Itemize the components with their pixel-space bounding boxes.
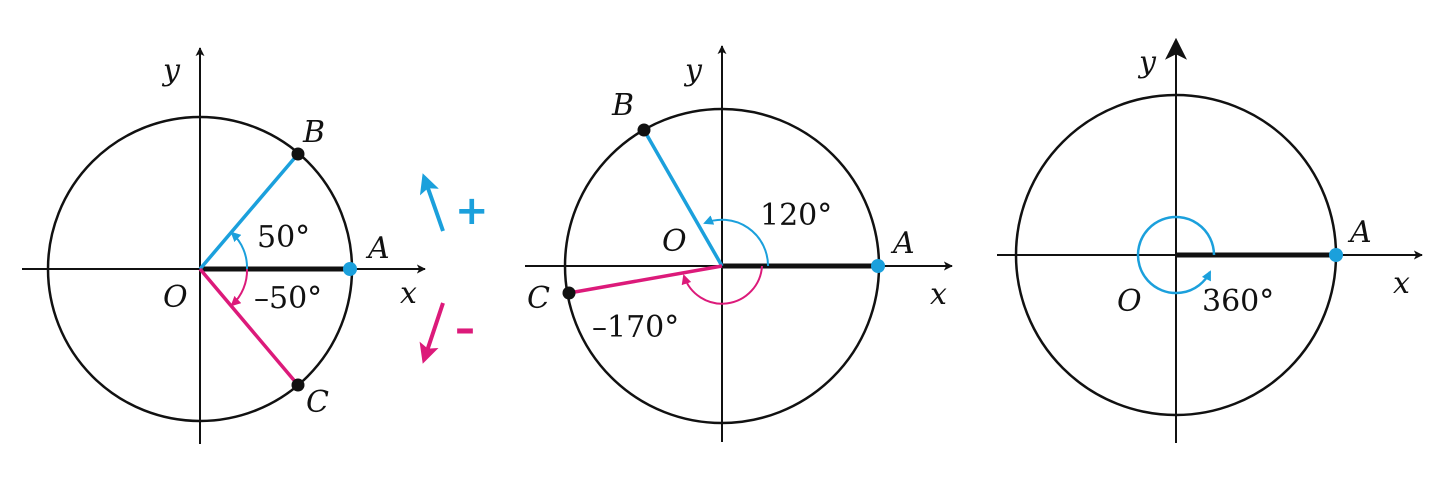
- label-C: C: [306, 385, 329, 420]
- angle-label-negative: –170°: [592, 310, 679, 345]
- angle-label-full: 360°: [1202, 284, 1274, 319]
- label-origin: O: [163, 280, 188, 315]
- ray-OB: [642, 129, 724, 267]
- label-A: A: [365, 231, 390, 266]
- label-x: x: [930, 277, 947, 312]
- label-x: x: [1393, 266, 1410, 301]
- angle-label-negative: –50°: [254, 281, 322, 316]
- label-B: B: [302, 115, 325, 150]
- direction-legend: + –: [419, 173, 489, 364]
- angle-label-positive: 50°: [257, 220, 310, 255]
- point-C: [291, 378, 305, 392]
- label-B: B: [611, 88, 634, 123]
- angle-label-positive: 120°: [760, 198, 832, 233]
- label-x: x: [400, 276, 417, 311]
- label-origin: O: [1117, 284, 1142, 319]
- label-origin: O: [662, 224, 687, 259]
- point-A: [871, 259, 885, 273]
- clockwise-arrow: [419, 302, 445, 364]
- ray-OC: [568, 264, 723, 295]
- point-B: [291, 147, 305, 161]
- minus-sign: –: [455, 306, 475, 352]
- point-A: [1329, 248, 1343, 262]
- angle-arc-negative: [681, 265, 763, 305]
- diagram-2: y x O A B C 120° –170°: [525, 45, 953, 442]
- ray-OB: [198, 152, 300, 271]
- point-B: [637, 123, 651, 137]
- angle-arc-negative: [230, 268, 249, 307]
- counterclockwise-arrow: [419, 173, 445, 232]
- angle-arc-positive: [703, 215, 770, 267]
- label-y: y: [1137, 45, 1157, 80]
- ray-OC: [198, 267, 300, 387]
- diagram-3: y x O A 360°: [997, 37, 1423, 443]
- diagram-1: y x O A B C 50° –50°: [22, 47, 426, 444]
- label-A: A: [890, 226, 915, 261]
- label-A: A: [1347, 215, 1372, 250]
- label-y: y: [161, 53, 181, 88]
- plus-sign: +: [455, 188, 489, 234]
- angle-arc-full: [1136, 215, 1216, 295]
- label-y: y: [683, 53, 703, 88]
- label-C: C: [527, 281, 550, 316]
- point-C: [562, 286, 576, 300]
- point-A: [343, 262, 357, 276]
- angle-arc-positive: [230, 231, 249, 270]
